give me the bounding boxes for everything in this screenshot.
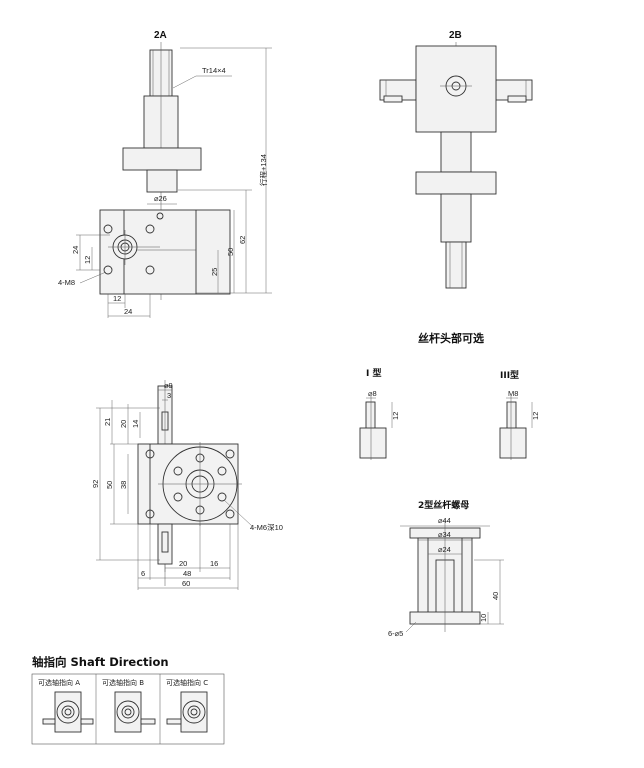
view-2b: 2B	[379, 30, 533, 289]
v12-label: 12	[83, 256, 92, 264]
d24-label: ⌀24	[438, 545, 451, 554]
v24-label: 24	[71, 246, 80, 254]
h62-label: 62	[238, 236, 247, 244]
w16-label: 16	[210, 559, 218, 568]
housing-2b	[415, 45, 497, 133]
d44-label: ⌀44	[438, 516, 451, 525]
h38-label: 38	[119, 481, 128, 489]
h14-label: 14	[131, 420, 140, 428]
nut-drawing: 2型丝杆螺母 ⌀44 ⌀34 ⌀24 40 10 6-⌀5	[388, 499, 504, 638]
h25-label: 25	[210, 268, 219, 276]
shaft-option-a: 可选轴指向 A	[38, 678, 94, 733]
d34-label: ⌀34	[438, 530, 451, 539]
holes-top-label: 4-M6深10	[250, 523, 283, 532]
h50-label: 50	[226, 248, 235, 256]
type3-m-label: M8	[508, 389, 518, 398]
shaft-option-c-label: 可选轴指向 C	[166, 678, 208, 687]
screw-head-title: 丝杆头部可选	[418, 331, 484, 345]
stroke-label: 行程+134	[258, 154, 268, 186]
type1-d-label: ⌀8	[368, 389, 377, 398]
d26-label: ⌀26	[154, 194, 167, 203]
shaft-direction-title: 轴指向 Shaft Direction	[32, 655, 169, 669]
holes-label: 4-M8	[58, 278, 75, 287]
shaft-option-a-label: 可选轴指向 A	[38, 678, 80, 687]
d9-label: ⌀9	[164, 381, 173, 390]
nut-holes-label: 6-⌀5	[388, 629, 403, 638]
view-2a-label: 2A	[154, 30, 167, 41]
w20-label: 20	[179, 559, 187, 568]
type3-h-label: 12	[531, 412, 540, 420]
nut-flange	[122, 147, 202, 171]
type1-h-label: 12	[391, 412, 400, 420]
h92-label: 92	[91, 480, 100, 488]
shaft-option-b-label: 可选轴指向 B	[102, 678, 144, 687]
w24-label: 24	[124, 307, 132, 316]
w48-label: 48	[183, 569, 191, 578]
screw-head-options: 丝杆头部可选 I 型 ⌀8 12 III型 M8 12	[359, 331, 540, 460]
w12-label: 12	[113, 294, 121, 303]
view-2b-label: 2B	[449, 30, 462, 41]
nut-body	[146, 169, 178, 193]
h21-label: 21	[103, 418, 112, 426]
type3-label: III型	[500, 369, 519, 381]
view-2a: 2A Tr14×4 ⌀26 行程+134	[58, 30, 272, 318]
shaft-option-c: 可选轴指向 C	[166, 678, 208, 733]
h50-top-label: 50	[105, 481, 114, 489]
h10-label: 10	[479, 614, 488, 622]
top-view: ⌀9 3 21 20 14 92 50 38 4-M6深10 20 16	[91, 380, 283, 590]
w3-label: 3	[167, 391, 171, 400]
type1-label: I 型	[366, 367, 381, 379]
lower-tube	[440, 131, 472, 173]
w60-label: 60	[182, 579, 190, 588]
lower-flange	[415, 171, 497, 195]
nut-title: 2型丝杆螺母	[418, 499, 469, 511]
h40-label: 40	[491, 592, 500, 600]
thread-label: Tr14×4	[202, 66, 226, 75]
h20-label: 20	[119, 420, 128, 428]
shaft-direction: 轴指向 Shaft Direction 可选轴指向 A 可选轴指向 B 可选轴指…	[31, 655, 225, 745]
shaft-option-b: 可选轴指向 B	[102, 678, 156, 733]
w6-label: 6	[141, 569, 145, 578]
